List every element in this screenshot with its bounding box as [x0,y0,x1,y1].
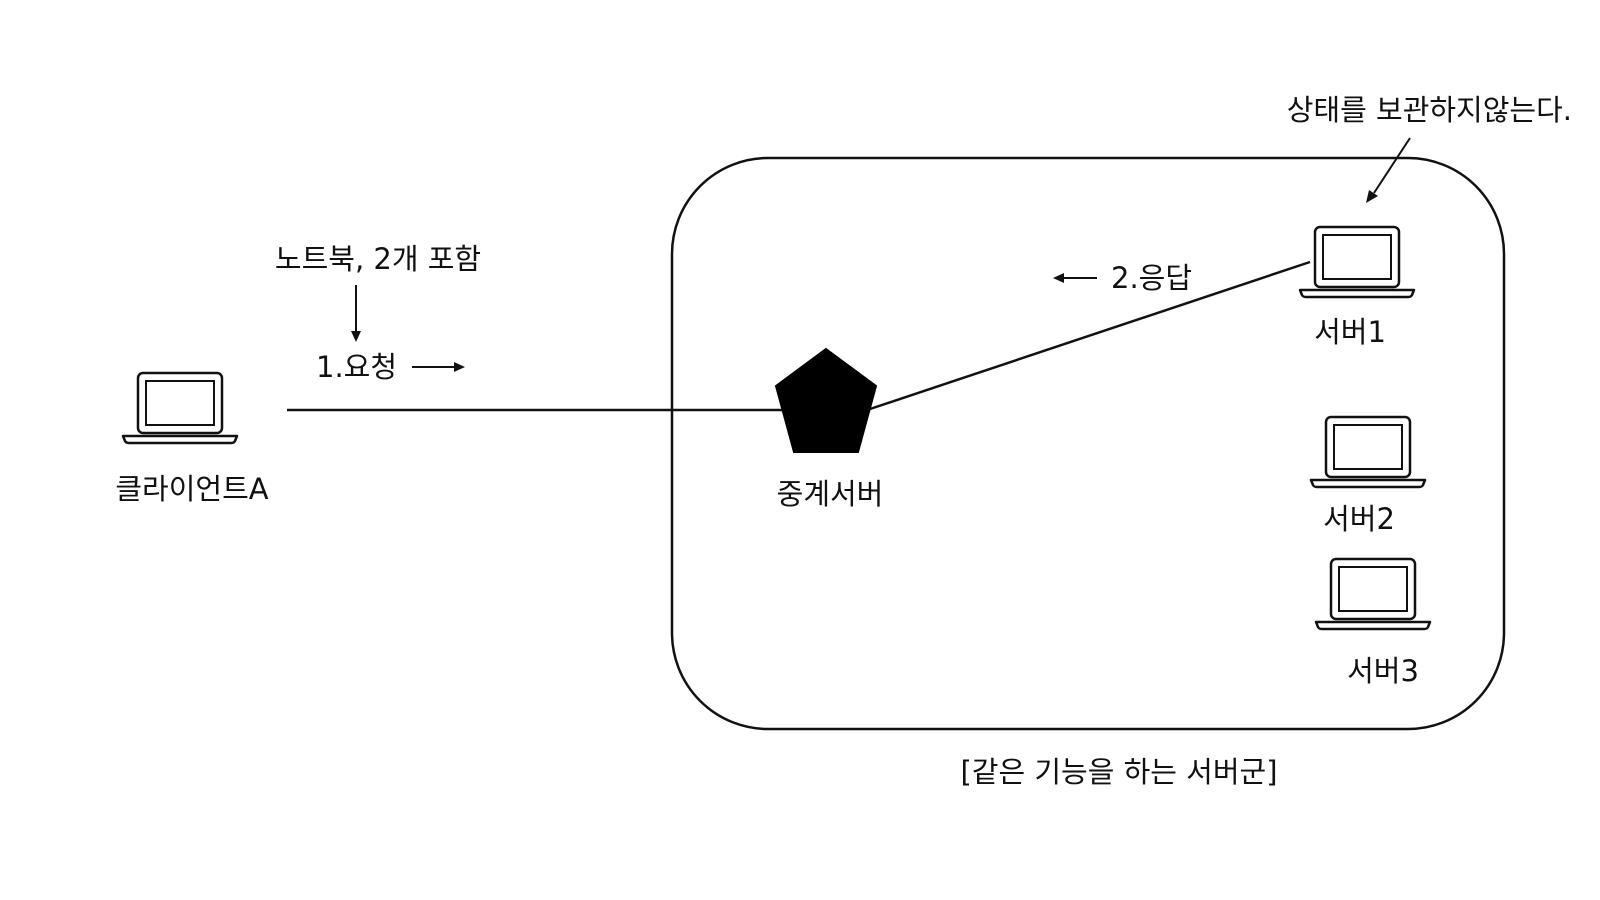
server-group-container [670,156,1506,731]
server1-laptop-icon [1298,225,1416,299]
server3-label: 서버3 [1347,654,1419,688]
response-label: 2.응답 [1111,261,1193,295]
server3-laptop-icon [1314,557,1432,631]
relay-to-server1-line [857,260,1311,415]
stateless-note-arrow-icon [1366,137,1411,203]
relay-server-pentagon-icon [774,347,878,453]
relay-server-label: 중계서버 [776,477,884,511]
request-label: 1.요청 [316,350,398,384]
server-group-caption: [같은 기능을 하는 서버군] [960,755,1278,789]
laptop-note-arrow-icon [351,285,361,342]
client-laptop-icon [121,371,239,445]
client-label: 클라이언트A [115,472,269,506]
response-arrow-icon [1053,273,1097,283]
request-arrow-icon [412,362,465,372]
server2-label: 서버2 [1323,502,1395,536]
laptop-note-label: 노트북, 2개 포함 [274,242,482,276]
server1-label: 서버1 [1314,315,1386,349]
server2-laptop-icon [1309,415,1427,489]
stateless-note-label: 상태를 보관하지않는다. [1286,93,1572,127]
